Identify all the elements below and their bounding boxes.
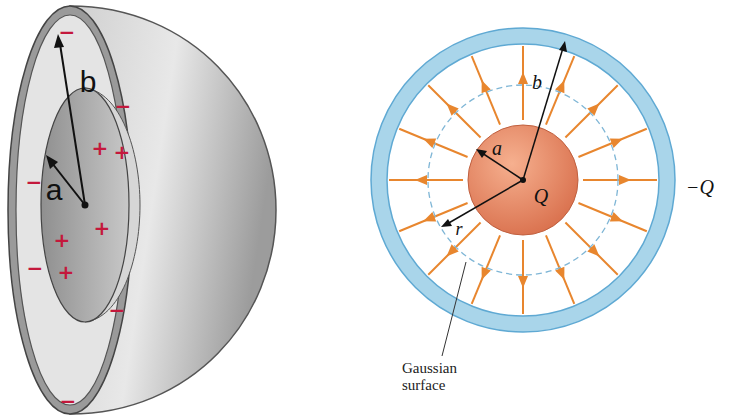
- inner-sphere-face: [41, 88, 129, 322]
- outer-shell: [379, 36, 667, 324]
- field-line: [565, 222, 617, 274]
- leader-line: [442, 262, 466, 356]
- field-line: [578, 129, 646, 157]
- field-arrowhead: [415, 175, 427, 185]
- field-line: [565, 85, 617, 137]
- radius-r: [447, 180, 523, 224]
- charge-label: Q: [534, 185, 548, 208]
- dimension-label: b: [532, 72, 542, 92]
- arrowhead: [441, 219, 452, 227]
- field-line: [428, 222, 480, 274]
- shell-rim: [8, 6, 132, 414]
- arrowhead: [476, 149, 487, 158]
- charge-sign: +: [92, 138, 109, 158]
- center-dot: [82, 202, 89, 209]
- arrowhead: [559, 41, 567, 52]
- dimension-label: b: [80, 67, 97, 97]
- field-arrowhead: [447, 244, 459, 256]
- field-line: [428, 85, 480, 137]
- field-arrowhead: [619, 175, 631, 185]
- center-dot: [520, 177, 526, 183]
- charge-sign: +: [94, 218, 111, 238]
- field-arrowhead: [587, 104, 599, 116]
- field-arrowhead: [518, 276, 528, 288]
- charge-sign: −: [115, 96, 132, 116]
- field-line: [472, 56, 500, 124]
- charge-sign: −: [60, 391, 77, 411]
- dimension-label: a: [492, 138, 502, 158]
- dimension-label: a: [46, 175, 63, 205]
- charge-sign: −: [26, 172, 43, 192]
- charge-sign: +: [54, 230, 71, 250]
- field-lines: [389, 46, 657, 314]
- charge-sign: +: [58, 262, 75, 282]
- arrowhead: [46, 155, 58, 169]
- field-arrowhead: [587, 244, 599, 256]
- field-line: [546, 235, 574, 303]
- gaussian-surface: [428, 85, 618, 275]
- shell-edge: [387, 44, 659, 316]
- field-line: [472, 235, 500, 303]
- field-line: [399, 129, 467, 157]
- shell-edge: [371, 28, 675, 332]
- charge-sign: −: [109, 300, 126, 320]
- field-arrowhead: [518, 72, 528, 84]
- charge-sign: +: [114, 142, 131, 162]
- radius-a: [482, 153, 523, 180]
- charge-label: −Q: [686, 177, 714, 197]
- radius-b: [523, 48, 563, 180]
- charge-sign: −: [27, 258, 44, 278]
- field-arrowhead: [447, 104, 459, 116]
- charge-sign: −: [59, 22, 76, 42]
- field-line: [578, 203, 646, 231]
- dimension-label: r: [455, 220, 462, 238]
- surface-label: Gaussian surface: [402, 360, 492, 395]
